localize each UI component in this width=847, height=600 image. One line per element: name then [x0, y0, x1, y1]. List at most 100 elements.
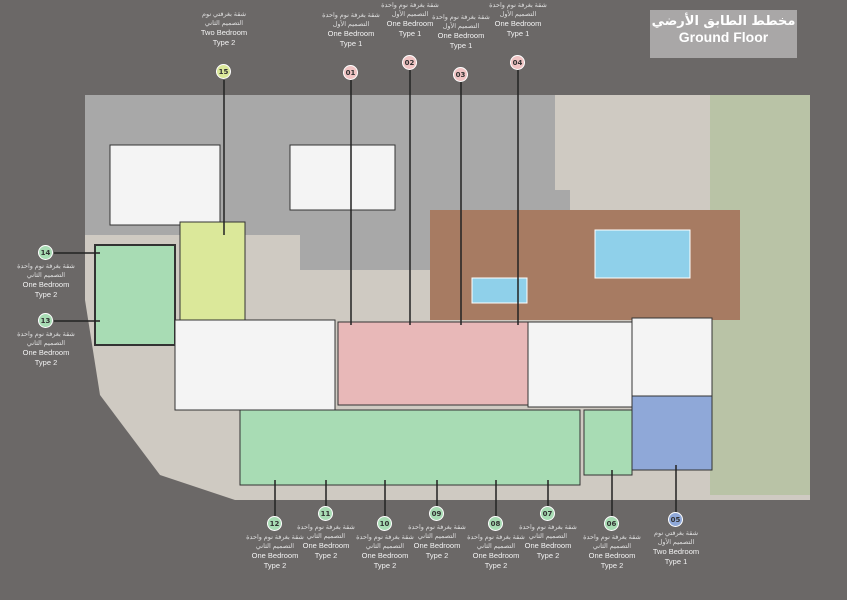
unit-marker-10: 10	[377, 516, 392, 531]
unit-subtype: Type 2	[373, 561, 397, 570]
unit-arabic-design: التصميم الثاني	[26, 272, 66, 279]
unit-subtype: Type 2	[314, 551, 338, 560]
unit-type: One Bedroom	[22, 348, 70, 357]
unit-marker-14: 14	[38, 245, 53, 260]
units-13-14	[94, 244, 176, 346]
unit-arabic-type: شقة بغرفة نوم واحدة	[297, 524, 355, 531]
unit-subtype: Type 1	[339, 39, 363, 48]
unit-subtype: Type 1	[398, 29, 422, 38]
unit-arabic-design: التصميم الثاني	[306, 533, 346, 540]
unit-arabic-type: شقة بغرفة نوم واحدة	[381, 2, 439, 9]
service-block	[289, 144, 396, 211]
unit-type: One Bedroom	[472, 551, 520, 560]
unit-arabic-design: التصميم الأول	[657, 539, 695, 546]
unit-marker-05: 05	[668, 512, 683, 527]
unit-marker-03: 03	[453, 67, 468, 82]
unit-05	[631, 395, 713, 471]
unit-subtype: Type 2	[34, 358, 58, 367]
unit-subtype: Type 2	[536, 551, 560, 560]
unit-marker-02: 02	[402, 55, 417, 70]
unit-type: One Bedroom	[22, 280, 70, 289]
unit-marker-11: 11	[318, 506, 333, 521]
unit-arabic-type: شقة بغرفة نوم واحدة	[467, 534, 525, 541]
unit-arabic-design: التصميم الأول	[332, 21, 370, 28]
unit-subtype: Type 2	[34, 290, 58, 299]
unit-arabic-type: شقة بغرفة نوم واحدة	[17, 331, 75, 338]
unit-type: One Bedroom	[386, 19, 434, 28]
unit-marker-15: 15	[216, 64, 231, 79]
unit-marker-13: 13	[38, 313, 53, 328]
unit-arabic-type: شقة بغرفة نوم واحدة	[322, 12, 380, 19]
unit-type: One Bedroom	[494, 19, 542, 28]
unit-arabic-type: شقة بغرفة نوم واحدة	[489, 2, 547, 9]
core	[527, 321, 633, 408]
unit-arabic-design: التصميم الأول	[499, 11, 537, 18]
unit-subtype: Type 1	[506, 29, 530, 38]
lobby	[174, 319, 336, 411]
service-block	[109, 144, 221, 226]
unit-subtype: Type 2	[484, 561, 508, 570]
units-01-04	[337, 321, 529, 406]
title-english: Ground Floor	[678, 29, 769, 45]
units-06-12	[239, 409, 581, 486]
unit-subtype: Type 2	[425, 551, 449, 560]
floor-title: مخطط الطابق الأرضي Ground Floor	[650, 10, 797, 58]
unit-type: One Bedroom	[413, 541, 461, 550]
unit-arabic-type: شقة بغرفتي نوم	[653, 530, 699, 537]
leader-lines	[54, 70, 677, 520]
unit-subtype: Type 2	[600, 561, 624, 570]
unit-arabic-design: التصميم الأول	[442, 23, 480, 30]
unit-marker-01: 01	[343, 65, 358, 80]
unit-marker-06: 06	[604, 516, 619, 531]
unit-arabic-type: شقة بغرفة نوم واحدة	[408, 524, 466, 531]
unit-arabic-type: شقة بغرفتي نوم	[201, 11, 247, 18]
unit-marker-09: 09	[429, 506, 444, 521]
swimming-pool	[594, 229, 691, 279]
unit-arabic-design: التصميم الثاني	[365, 543, 405, 550]
unit-type: One Bedroom	[588, 551, 636, 560]
unit-arabic-type: شقة بغرفة نوم واحدة	[246, 534, 304, 541]
unit-type: Two Bedroom	[652, 547, 700, 556]
unit-arabic-design: التصميم الثاني	[255, 543, 295, 550]
unit-arabic-type: شقة بغرفة نوم واحدة	[583, 534, 641, 541]
unit-06	[583, 409, 633, 476]
unit-subtype: Type 1	[449, 41, 473, 50]
unit-type: One Bedroom	[524, 541, 572, 550]
unit-type: One Bedroom	[327, 29, 375, 38]
unit-arabic-design: التصميم الثاني	[417, 533, 457, 540]
unit-marker-04: 04	[510, 55, 525, 70]
unit-arabic-design: التصميم الثاني	[528, 533, 568, 540]
unit-subtype: Type 2	[212, 38, 236, 47]
unit-subtype: Type 2	[263, 561, 287, 570]
unit-marker-07: 07	[540, 506, 555, 521]
unit-arabic-type: شقة بغرفة نوم واحدة	[519, 524, 577, 531]
unit-type: Two Bedroom	[200, 28, 248, 37]
unit-arabic-design: التصميم الأول	[391, 11, 429, 18]
unit-arabic-type: شقة بغرفة نوم واحدة	[356, 534, 414, 541]
unit-type: One Bedroom	[302, 541, 350, 550]
unit-arabic-type: شقة بغرفة نوم واحدة	[17, 263, 75, 270]
unit-arabic-design: التصميم الثاني	[204, 20, 244, 27]
unit-marker-08: 08	[488, 516, 503, 531]
unit-subtype: Type 1	[664, 557, 688, 566]
unit-arabic-design: التصميم الثاني	[476, 543, 516, 550]
unit-type: One Bedroom	[361, 551, 409, 560]
unit-type: One Bedroom	[251, 551, 299, 560]
unit-arabic-design: التصميم الثاني	[26, 340, 66, 347]
